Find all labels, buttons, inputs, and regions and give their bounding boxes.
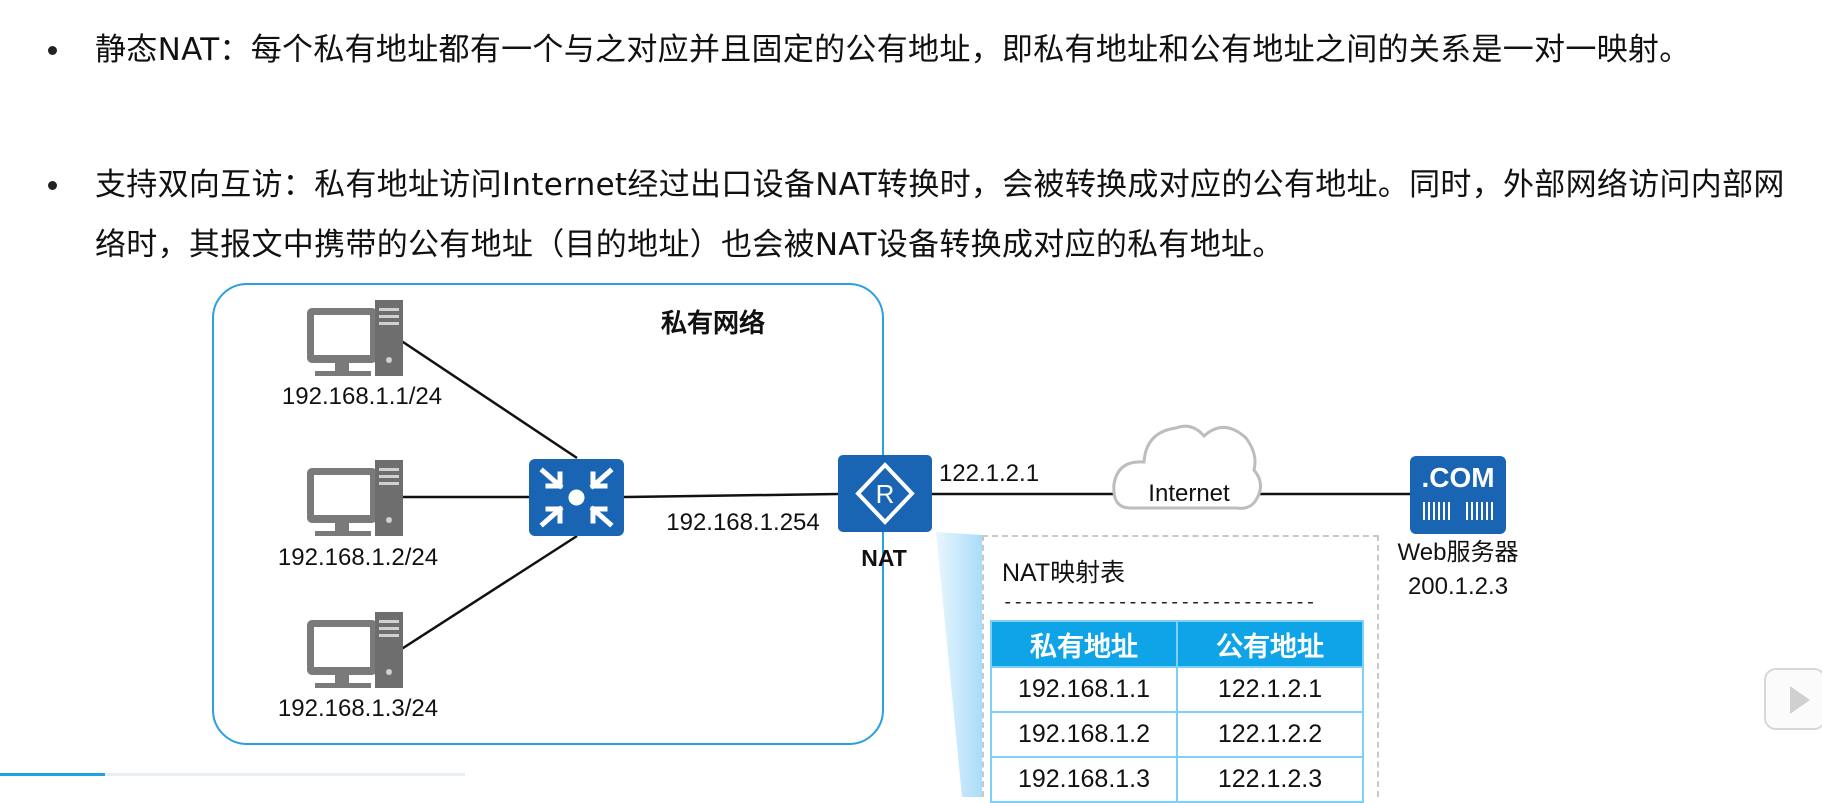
server-ip-label: 200.1.2.3 — [1408, 573, 1508, 600]
link-line — [399, 338, 578, 460]
progress-fill — [0, 773, 105, 776]
server-name-label: Web服务器 — [1398, 539, 1519, 566]
play-button[interactable] — [1764, 668, 1822, 730]
private-network-label: 私有网络 — [661, 308, 765, 338]
table-row: 192.168.1.1 122.1.2.1 — [990, 666, 1364, 713]
private-address-cell: 192.168.1.3 — [990, 756, 1178, 803]
pc-icon — [307, 612, 403, 688]
play-icon — [1790, 686, 1810, 714]
pc-icon — [307, 460, 403, 536]
switch-icon — [529, 459, 624, 536]
table-row: 192.168.1.3 122.1.2.3 — [990, 756, 1364, 803]
table-row: 192.168.1.2 122.1.2.2 — [990, 711, 1364, 758]
nat-mapping-table: 私有地址 公有地址 192.168.1.1 122.1.2.1 192.168.… — [990, 620, 1364, 803]
nat-device-label: NAT — [861, 545, 907, 571]
link-line — [399, 534, 578, 652]
bullet-text: 静态NAT：每个私有地址都有一个与之对应并且固定的公有地址，即私有地址和公有地址… — [95, 32, 1691, 68]
bullet-text: 支持双向互访：私有地址访问Internet经过出口设备NAT转换时，会被转换成对… — [95, 167, 1785, 263]
host-ip-label: 192.168.1.2/24 — [278, 544, 438, 571]
host-ip-label: 192.168.1.3/24 — [278, 695, 438, 722]
nat-table-separator: ------------------------------ — [1002, 591, 1316, 613]
svg-text:R: R — [876, 479, 895, 509]
column-header-private: 私有地址 — [990, 620, 1178, 668]
host-ip-label: 192.168.1.1/24 — [282, 383, 442, 410]
progress-track[interactable] — [0, 773, 465, 776]
public-address-cell: 122.1.2.2 — [1176, 711, 1364, 758]
web-server-icon — [1410, 456, 1506, 534]
nat-public-ip-label: 122.1.2.1 — [939, 460, 1039, 487]
public-address-cell: 122.1.2.3 — [1176, 756, 1364, 803]
private-address-cell: 192.168.1.1 — [990, 666, 1178, 713]
router-icon: R — [838, 455, 932, 532]
internet-label: Internet — [1148, 480, 1230, 507]
public-address-cell: 122.1.2.1 — [1176, 666, 1364, 713]
server-badge: .COM — [1421, 462, 1494, 493]
bullet-dot — [48, 181, 57, 190]
private-address-cell: 192.168.1.2 — [990, 711, 1178, 758]
nat-table-callout — [936, 532, 982, 797]
nat-table-panel: NAT映射表 ------------------------------ 私有… — [982, 535, 1379, 803]
column-header-public: 公有地址 — [1176, 620, 1364, 668]
gateway-ip-label: 192.168.1.254 — [666, 509, 819, 536]
pc-icon — [307, 300, 403, 376]
nat-table-title: NAT映射表 — [1002, 559, 1126, 587]
table-header-row: 私有地址 公有地址 — [990, 620, 1364, 668]
cloud-icon — [1112, 424, 1262, 510]
bullet-dot — [48, 46, 57, 55]
link-line — [623, 492, 839, 499]
